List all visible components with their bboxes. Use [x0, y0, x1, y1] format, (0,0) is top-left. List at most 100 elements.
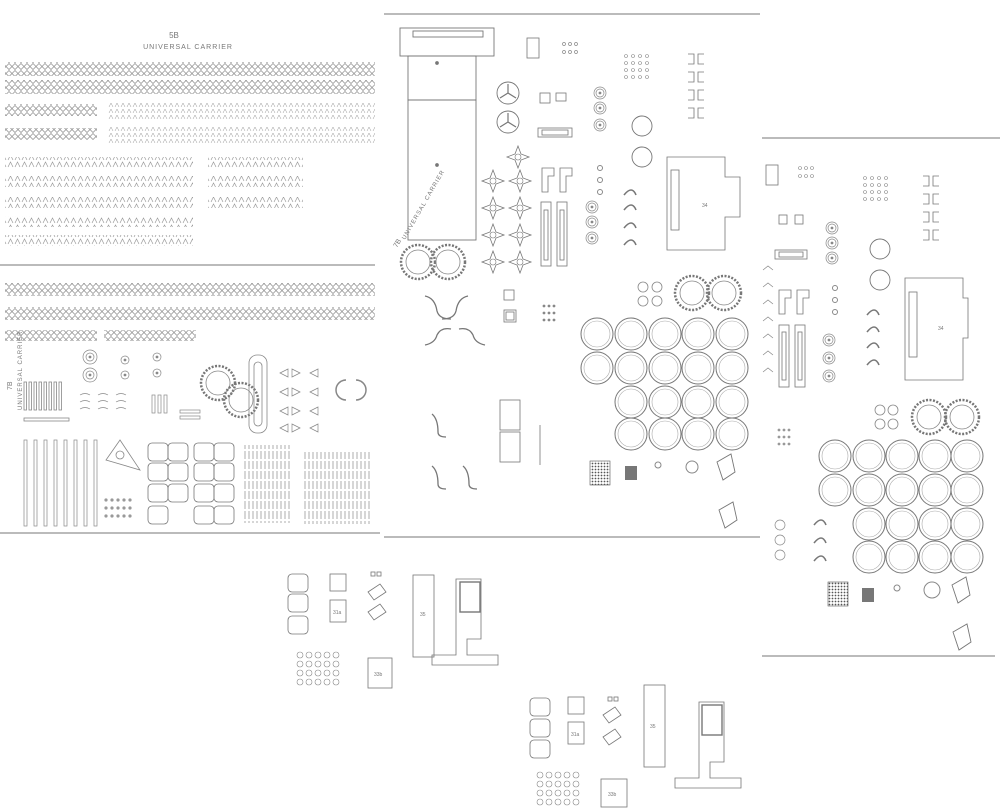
sheet-mid-left-number: 7B	[7, 381, 14, 390]
small-washer	[893, 584, 901, 592]
small-plates: 31a 35 33b	[329, 571, 499, 689]
link-block	[108, 102, 375, 120]
curved-fenders	[813, 519, 827, 562]
ring-clips	[335, 379, 367, 401]
wheel-hubs	[82, 349, 162, 383]
sheet-mid-left-title: UNIVERSAL CARRIER	[18, 331, 24, 410]
sheet-center: 7B UNIVERSAL CARRIER	[384, 13, 760, 538]
small-washer	[685, 460, 699, 474]
deck-plate-label-right: 34	[938, 326, 944, 332]
small-bars-group	[23, 381, 70, 422]
rivet-grid	[536, 771, 580, 806]
hull-side-label: 35	[420, 612, 426, 618]
dot-grid-small	[562, 42, 578, 54]
rounded-plate	[529, 697, 551, 717]
link-block	[108, 126, 375, 144]
small-washer	[923, 581, 941, 599]
hull-side-label-2: 35	[650, 724, 656, 730]
washer-pairs	[874, 404, 899, 430]
dot-grid-small	[798, 166, 814, 178]
square-parts	[499, 289, 541, 465]
road-wheel-grid	[818, 439, 984, 574]
track-strip	[5, 307, 375, 320]
carrier-shields	[716, 453, 738, 529]
rounded-plates	[147, 442, 235, 525]
track-strip	[5, 62, 375, 76]
rounded-plate	[529, 718, 551, 738]
link-row	[208, 197, 303, 208]
link-row	[208, 157, 303, 168]
small-panels	[526, 37, 573, 267]
spoked-wheels	[496, 81, 520, 134]
rivet-grid	[296, 651, 340, 686]
small-washer	[654, 461, 662, 469]
rounded-plate	[529, 739, 551, 759]
seat-panel-label-2: 31a	[571, 732, 580, 738]
small-panels	[774, 214, 810, 388]
rounded-plate	[287, 593, 309, 613]
sheet-top-left-title: UNIVERSAL CARRIER	[143, 44, 233, 51]
rib-block	[302, 452, 372, 524]
gear-part	[673, 274, 711, 312]
track-strip	[5, 128, 97, 140]
disc-part	[631, 146, 653, 168]
track-strip	[5, 104, 97, 116]
mesh-panel-small	[862, 588, 874, 602]
tool-box-label-2: 33b	[608, 792, 617, 798]
dot-rows	[542, 304, 556, 322]
hook-row	[762, 265, 774, 373]
disc-part	[869, 238, 891, 260]
dot-rows	[777, 428, 791, 446]
long-rails-group	[23, 439, 98, 527]
small-panel	[765, 164, 779, 186]
carrier-shields	[951, 576, 972, 651]
gear-part	[705, 274, 743, 312]
track-strip	[5, 283, 375, 296]
bracket-parts	[923, 175, 939, 241]
track-strip	[5, 330, 97, 341]
sheet-top-left: 5B UNIVERSAL CARRIER	[0, 31, 375, 266]
sheet-top-left-number: 5B	[169, 31, 179, 40]
sheet-center-number: 7B	[393, 238, 404, 249]
track-strip	[5, 80, 375, 94]
carrier-hull	[399, 27, 495, 241]
hub-pair	[774, 519, 786, 561]
link-row	[5, 235, 193, 246]
washer-pairs	[637, 281, 663, 307]
link-row	[208, 176, 303, 187]
small-plates: 31a 35 33b	[567, 684, 742, 808]
rib-block	[244, 445, 290, 523]
mesh-panel	[827, 581, 849, 607]
deck-plate: 34	[904, 277, 969, 381]
curved-fenders	[866, 309, 880, 366]
frame-loop	[248, 354, 268, 434]
star-parts	[481, 145, 532, 274]
deck-plate-label: 34	[702, 203, 708, 209]
tool-box-label: 33b	[374, 672, 383, 678]
disc-part	[631, 115, 653, 137]
gear-part	[910, 398, 948, 436]
rounded-plate	[287, 615, 309, 635]
triangle-frame	[105, 439, 141, 471]
track-strip	[104, 330, 196, 341]
curved-fenders	[623, 189, 637, 246]
sheet-right: 34	[762, 137, 1000, 657]
dot-grid	[863, 176, 888, 201]
road-wheel-grid	[580, 317, 749, 451]
hub-column	[585, 86, 607, 245]
disc-part	[869, 269, 891, 291]
bracket-parts	[688, 53, 704, 119]
hook-arms	[424, 295, 486, 490]
rivet-grid	[104, 498, 132, 518]
sheet-bottom-right: 31a 35 33b	[529, 684, 742, 808]
dot-grid	[624, 54, 649, 79]
link-row	[5, 176, 193, 187]
sheet-mid-left: 7B UNIVERSAL CARRIER	[0, 283, 380, 534]
gear-part	[943, 398, 981, 436]
gear-part	[429, 243, 467, 281]
hook-parts	[79, 393, 201, 420]
mesh-panel	[589, 460, 611, 486]
hub-column	[822, 221, 839, 383]
link-row	[5, 197, 193, 208]
